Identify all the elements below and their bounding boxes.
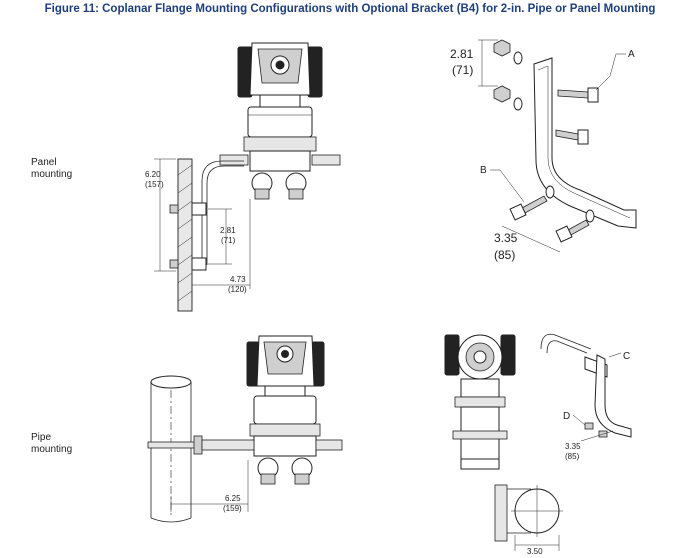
panel-mounting-label-line1: Panel	[31, 157, 57, 168]
pipe-bracket-detail-drawing: 3.50 C D 3.35 (85)	[444, 333, 632, 556]
panel-mounting-drawing: 6.20 (157) 2.81 (71) 4.73 (120)	[145, 42, 341, 312]
bracket-span-dim-in: 3.35	[494, 231, 518, 245]
pipe-bracket-span-dim-mm: (85)	[565, 452, 580, 461]
panel-bolt-dim-mm: (71)	[221, 236, 236, 245]
front-view-transmitter	[444, 334, 516, 470]
callout-d: D	[563, 411, 570, 422]
bracket-slot-dim-in: 2.81	[450, 47, 474, 61]
bracket-slot-dim-mm: (71)	[452, 63, 473, 77]
pipe-bracket-span-dim-in: 3.35	[565, 442, 581, 451]
pipe-mounting-label-line1: Pipe	[31, 432, 52, 443]
pipe-transmitter-housing	[201, 335, 343, 485]
panel-height-dim-mm: (157)	[145, 180, 164, 189]
transmitter-housing	[237, 42, 323, 108]
pipe-width-dim-mm: (159)	[223, 504, 242, 513]
callout-b: B	[480, 165, 487, 176]
panel-mounting-label-line2: mounting	[31, 169, 73, 180]
panel-bolt-dim-in: 2.81	[220, 226, 236, 235]
pipe-mounting-label: Pipe mounting	[31, 432, 72, 456]
sensor-module	[219, 106, 341, 200]
pipe-mounting-label-line2: mounting	[31, 444, 73, 455]
pipe-width-dim-in: 6.25	[225, 494, 241, 503]
bracket-detail-drawing: 2.81 (71) A B 3.35 (85)	[450, 39, 637, 262]
pipe-mounting-drawing: 6.25 (159)	[147, 335, 343, 523]
figure-title: Figure 11: Coplanar Flange Mounting Conf…	[44, 3, 656, 15]
panel-mounting-label: Panel mounting	[31, 157, 72, 181]
panel-width-dim-in: 4.73	[230, 275, 246, 284]
bracket-span-dim-mm: (85)	[494, 248, 515, 262]
pipe-diameter-dim-in: 3.50	[527, 547, 543, 556]
panel-width-dim-mm: (120)	[228, 285, 247, 294]
bracket-nuts	[493, 39, 523, 111]
callout-c: C	[623, 351, 630, 362]
panel-height-dim-in: 6.20	[145, 170, 161, 179]
callout-a: A	[628, 49, 635, 60]
